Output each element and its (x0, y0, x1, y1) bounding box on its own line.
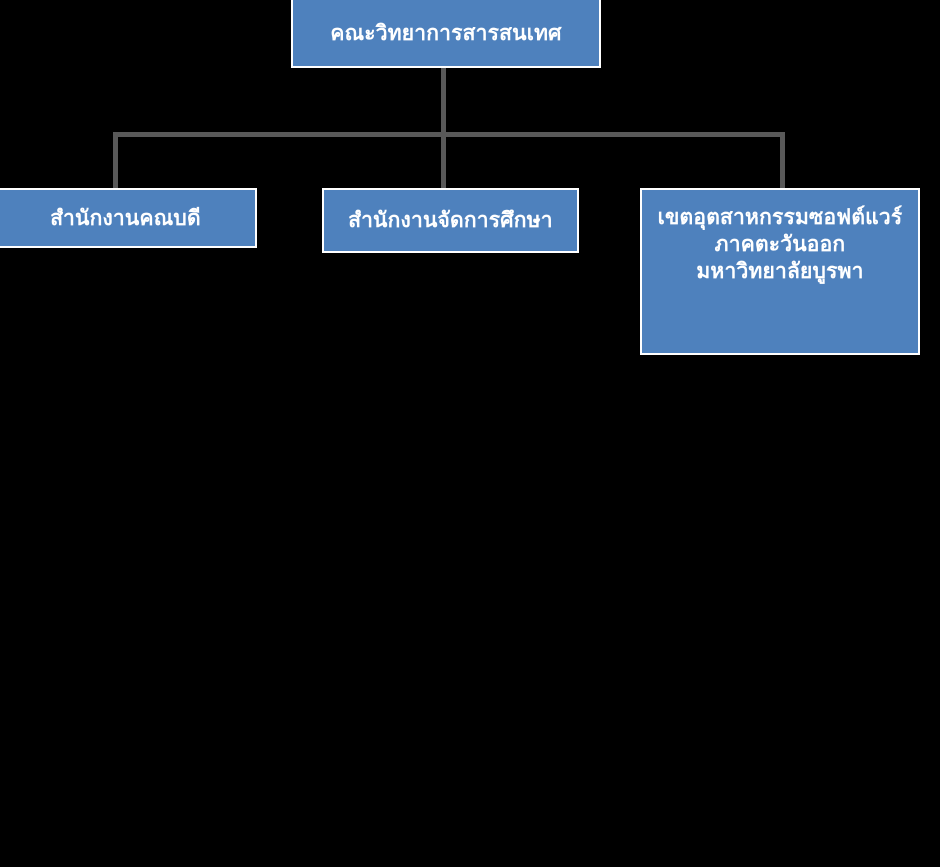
org-node-dean-office-label: สำนักงานคณบดี (50, 205, 201, 230)
connector-drop-education (441, 132, 446, 188)
org-node-dean-office[interactable]: สำนักงานคณบดี (0, 188, 257, 248)
org-node-root[interactable]: คณะวิทยาการสารสนเทศ (291, 0, 601, 68)
org-node-software-park[interactable]: เขตอุตสาหกรรมซอฟต์แวร์ ภาคตะวันออก มหาวิ… (640, 188, 920, 355)
org-node-root-label: คณะวิทยาการสารสนเทศ (330, 20, 562, 45)
org-node-software-park-label: เขตอุตสาหกรรมซอฟต์แวร์ ภาคตะวันออก มหาวิ… (657, 205, 903, 283)
org-node-education-office-label: สำนักงานจัดการศึกษา (348, 208, 553, 233)
connector-drop-software-park (780, 132, 785, 188)
connector-drop-dean-office (113, 132, 118, 188)
org-node-education-office[interactable]: สำนักงานจัดการศึกษา (322, 188, 579, 253)
connector-horizontal-bar (113, 132, 785, 137)
connector-root-stem (441, 68, 446, 135)
